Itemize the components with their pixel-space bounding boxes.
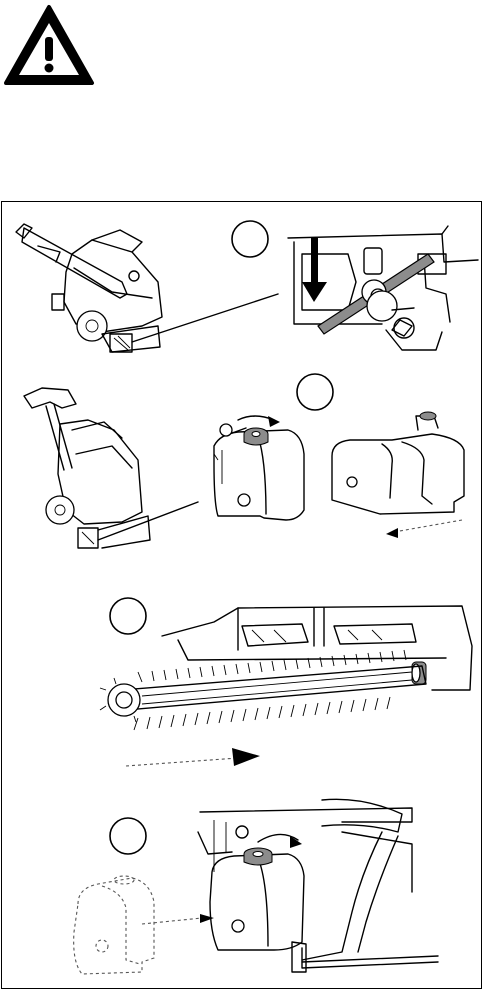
- step-2-circle: [297, 374, 333, 410]
- pull-out-brush-roller-illustration: [2, 586, 482, 786]
- step-4-circle: [110, 818, 146, 854]
- step-2-panel: [2, 364, 482, 554]
- step-1-circle: [232, 221, 268, 257]
- step-3-panel: [2, 586, 482, 786]
- remove-brush-guard-screw-illustration: [2, 202, 482, 362]
- reinstall-cover-illustration: [2, 792, 482, 988]
- step-4-panel: [2, 792, 482, 988]
- remove-brush-cover-illustration: [2, 364, 482, 554]
- warning-triangle-icon: [3, 3, 95, 87]
- step-3-circle: [110, 598, 146, 634]
- instruction-frame: [1, 201, 482, 989]
- step-1-panel: [2, 202, 482, 362]
